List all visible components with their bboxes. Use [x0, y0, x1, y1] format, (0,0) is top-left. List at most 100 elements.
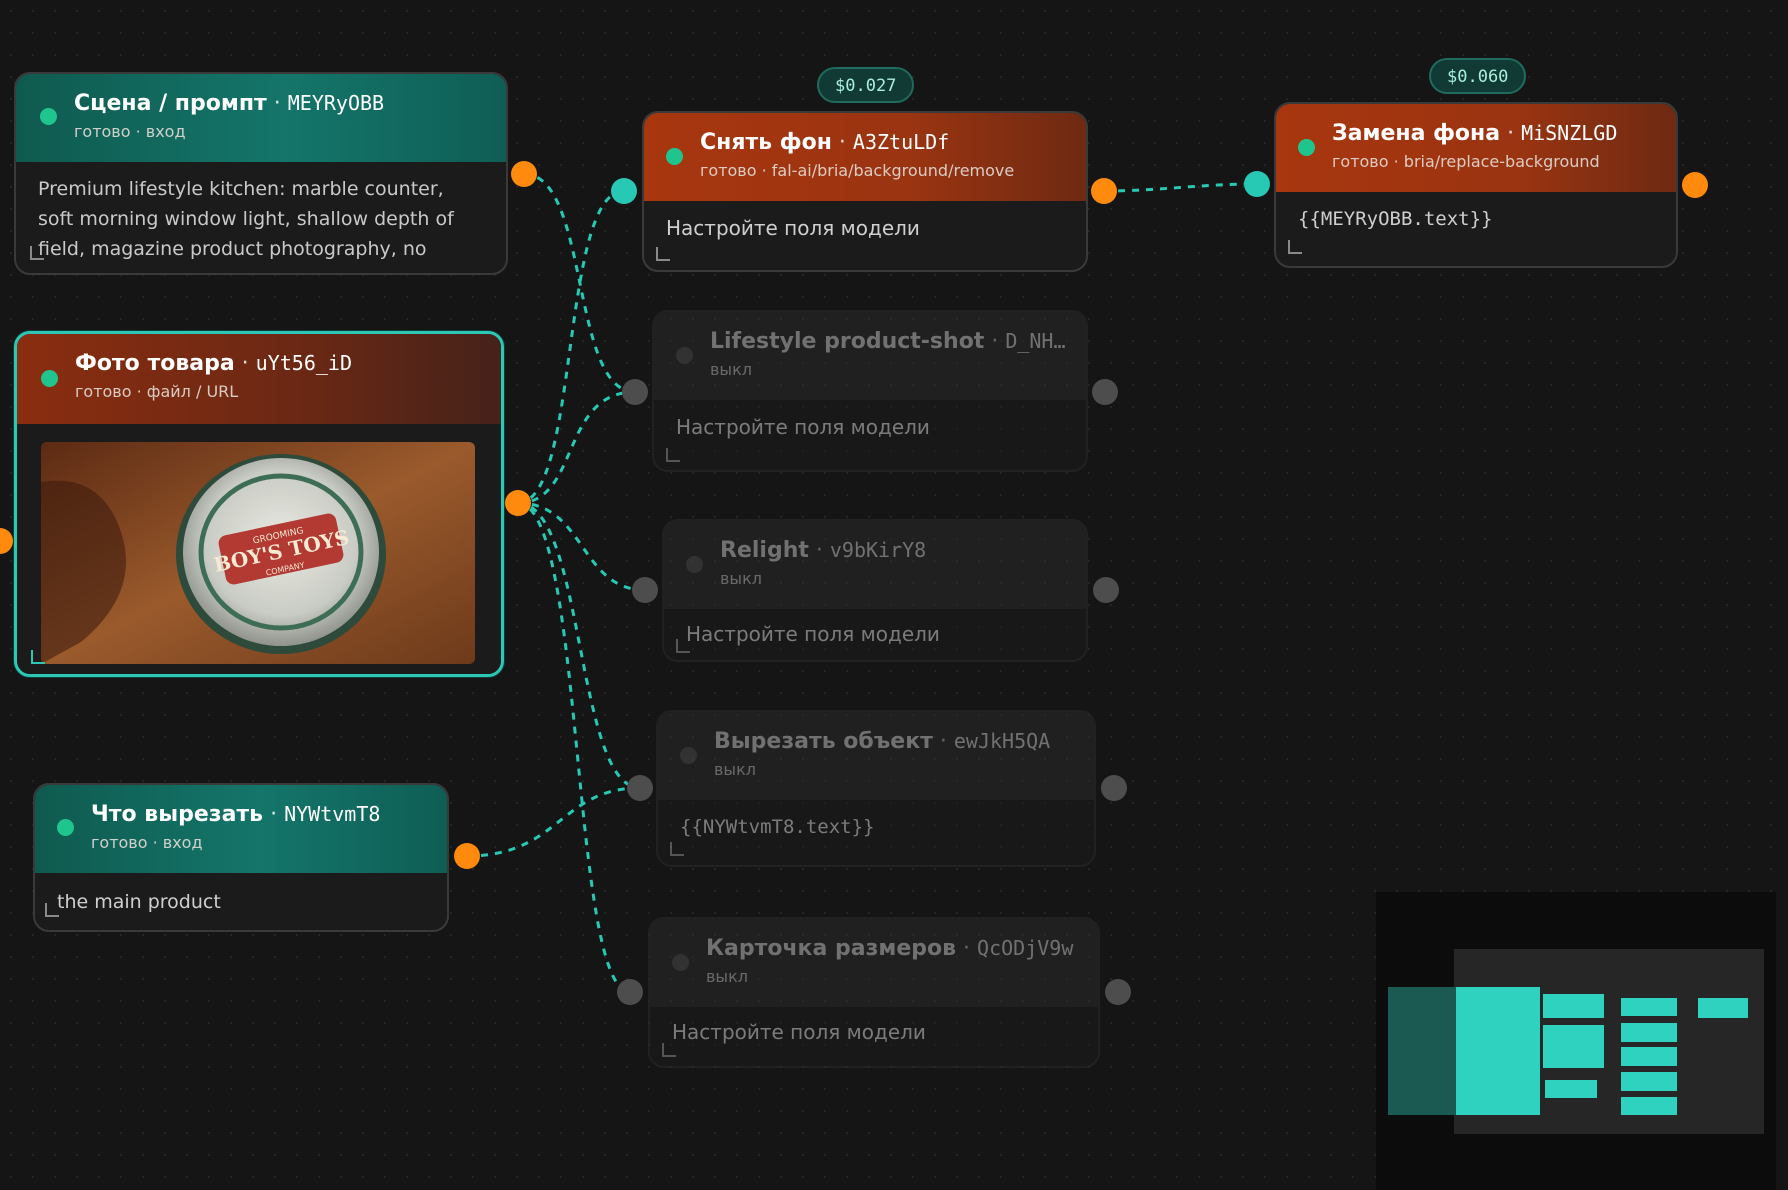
node-header[interactable]: Снять фон · A3ZtuLDf готово · fal-ai/bri…	[644, 113, 1086, 201]
input-port[interactable]	[0, 528, 13, 554]
minimap-node	[1621, 998, 1677, 1016]
node-header[interactable]: Сцена / промпт · MEYRyOBB готово · вход	[16, 74, 506, 162]
price-badge: $0.027	[817, 67, 915, 103]
wire-scene-to-lifestyle	[523, 172, 636, 394]
node-product-photo[interactable]: Фото товара · uYt56_iD готово · файл / U…	[14, 331, 504, 677]
node-header[interactable]: Lifestyle product-shot · D_NH… выкл	[654, 312, 1086, 400]
node-title: Lifestyle product-shot · D_NH…	[710, 329, 1066, 354]
input-port[interactable]	[611, 178, 637, 204]
node-status: готово · fal-ai/bria/background/remove	[700, 161, 1015, 180]
node-remove-background[interactable]: Снять фон · A3ZtuLDf готово · fal-ai/bri…	[642, 111, 1088, 272]
minimap-node	[1456, 987, 1540, 1115]
output-port[interactable]	[1101, 775, 1127, 801]
node-size-card[interactable]: Карточка размеров · QcODjV9w выкл Настро…	[648, 917, 1100, 1068]
status-dot	[666, 148, 683, 165]
resize-handle[interactable]	[656, 247, 670, 261]
model-fields-value[interactable]: {{MEYRyOBB.text}}	[1298, 208, 1493, 230]
node-status: выкл	[710, 360, 752, 379]
product-image: GROOMING BOY'S TOYS COMPANY	[41, 442, 475, 664]
node-status: готово · файл / URL	[75, 382, 239, 401]
wire-photo-to-lifestyle	[517, 390, 636, 505]
prompt-text[interactable]: Premium lifestyle kitchen: marble counte…	[38, 178, 454, 260]
node-relight[interactable]: Relight · v9bKirY8 выкл Настройте поля м…	[662, 519, 1088, 662]
input-port[interactable]	[622, 379, 648, 405]
node-status: готово · вход	[74, 122, 186, 141]
wire-remove-bg-to-replace-bg	[1103, 182, 1257, 193]
minimap-node	[1545, 1080, 1597, 1098]
wire-cut-what-to-cut-obj	[466, 786, 641, 858]
resize-handle[interactable]	[670, 842, 684, 856]
minimap-node	[1388, 987, 1456, 1115]
model-fields-hint[interactable]: Настройте поля модели	[672, 1020, 926, 1044]
wire-photo-to-size-card	[517, 501, 631, 994]
node-lifestyle-product-shot[interactable]: Lifestyle product-shot · D_NH… выкл Наст…	[652, 310, 1088, 472]
node-header[interactable]: Вырезать объект · ewJkH5QA выкл	[658, 712, 1094, 800]
input-text[interactable]: the main product	[57, 891, 221, 913]
resize-handle[interactable]	[1288, 240, 1302, 254]
node-status: выкл	[706, 967, 748, 986]
output-port[interactable]	[1093, 577, 1119, 603]
model-fields-hint[interactable]: Настройте поля модели	[666, 216, 920, 240]
resize-handle[interactable]	[666, 448, 680, 462]
node-what-to-cut[interactable]: Что вырезать · NYWtvmT8 готово · вход th…	[33, 783, 449, 932]
status-dot	[676, 347, 693, 364]
node-cut-object[interactable]: Вырезать объект · ewJkH5QA выкл {{NYWtvm…	[656, 710, 1096, 867]
input-port[interactable]	[1244, 171, 1270, 197]
wire-photo-to-cut-obj	[517, 501, 641, 790]
minimap-node	[1621, 1097, 1677, 1115]
status-dot	[686, 556, 703, 573]
output-port[interactable]	[511, 161, 537, 187]
status-dot	[1298, 139, 1315, 156]
minimap-node	[1698, 998, 1748, 1018]
status-dot	[41, 370, 58, 387]
model-fields-value[interactable]: {{NYWtvmT8.text}}	[680, 816, 875, 838]
node-header[interactable]: Фото товара · uYt56_iD готово · файл / U…	[17, 334, 501, 424]
node-title: Снять фон · A3ZtuLDf	[700, 130, 950, 155]
node-title: Замена фона · MiSNZLGD	[1332, 121, 1618, 146]
resize-handle[interactable]	[676, 639, 690, 653]
node-header[interactable]: Замена фона · MiSNZLGD готово · bria/rep…	[1276, 104, 1676, 192]
wire-photo-to-remove-bg	[517, 189, 625, 505]
resize-handle[interactable]	[30, 246, 44, 260]
node-title: Что вырезать · NYWtvmT8	[91, 802, 381, 827]
model-fields-hint[interactable]: Настройте поля модели	[676, 415, 930, 439]
node-title: Сцена / промпт · MEYRyOBB	[74, 91, 385, 116]
output-port[interactable]	[1092, 379, 1118, 405]
output-port[interactable]	[454, 843, 480, 869]
minimap-node	[1621, 1047, 1677, 1066]
model-fields-hint[interactable]: Настройте поля модели	[686, 622, 940, 646]
output-port[interactable]	[1682, 172, 1708, 198]
wire-photo-to-relight	[517, 501, 646, 592]
resize-handle[interactable]	[31, 650, 45, 664]
product-tin-illustration: GROOMING BOY'S TOYS COMPANY	[41, 442, 475, 664]
node-header[interactable]: Карточка размеров · QcODjV9w выкл	[650, 919, 1098, 1007]
node-status: выкл	[720, 569, 762, 588]
input-port[interactable]	[632, 577, 658, 603]
output-port[interactable]	[1091, 178, 1117, 204]
node-header[interactable]: Relight · v9bKirY8 выкл	[664, 521, 1086, 609]
price-badge: $0.060	[1429, 58, 1527, 94]
status-dot	[40, 108, 57, 125]
status-dot	[680, 747, 697, 764]
input-port[interactable]	[617, 979, 643, 1005]
resize-handle[interactable]	[45, 903, 59, 917]
node-replace-background[interactable]: Замена фона · MiSNZLGD готово · bria/rep…	[1274, 102, 1678, 268]
resize-handle[interactable]	[662, 1043, 676, 1057]
minimap-node	[1543, 994, 1604, 1018]
node-scene-prompt[interactable]: Сцена / промпт · MEYRyOBB готово · вход …	[14, 72, 508, 275]
node-status: выкл	[714, 760, 756, 779]
output-port[interactable]	[1105, 979, 1131, 1005]
node-title: Фото товара · uYt56_iD	[75, 351, 352, 376]
node-title: Вырезать объект · ewJkH5QA	[714, 729, 1051, 754]
status-dot	[57, 819, 74, 836]
minimap[interactable]	[1376, 892, 1776, 1190]
node-status: готово · вход	[91, 833, 203, 852]
output-port[interactable]	[505, 490, 531, 516]
node-status: готово · bria/replace-background	[1332, 152, 1600, 171]
node-header[interactable]: Что вырезать · NYWtvmT8 готово · вход	[35, 785, 447, 873]
minimap-node	[1621, 1072, 1677, 1091]
input-port[interactable]	[627, 775, 653, 801]
minimap-node	[1543, 1025, 1604, 1068]
node-title: Карточка размеров · QcODjV9w	[706, 936, 1074, 961]
status-dot	[672, 954, 689, 971]
